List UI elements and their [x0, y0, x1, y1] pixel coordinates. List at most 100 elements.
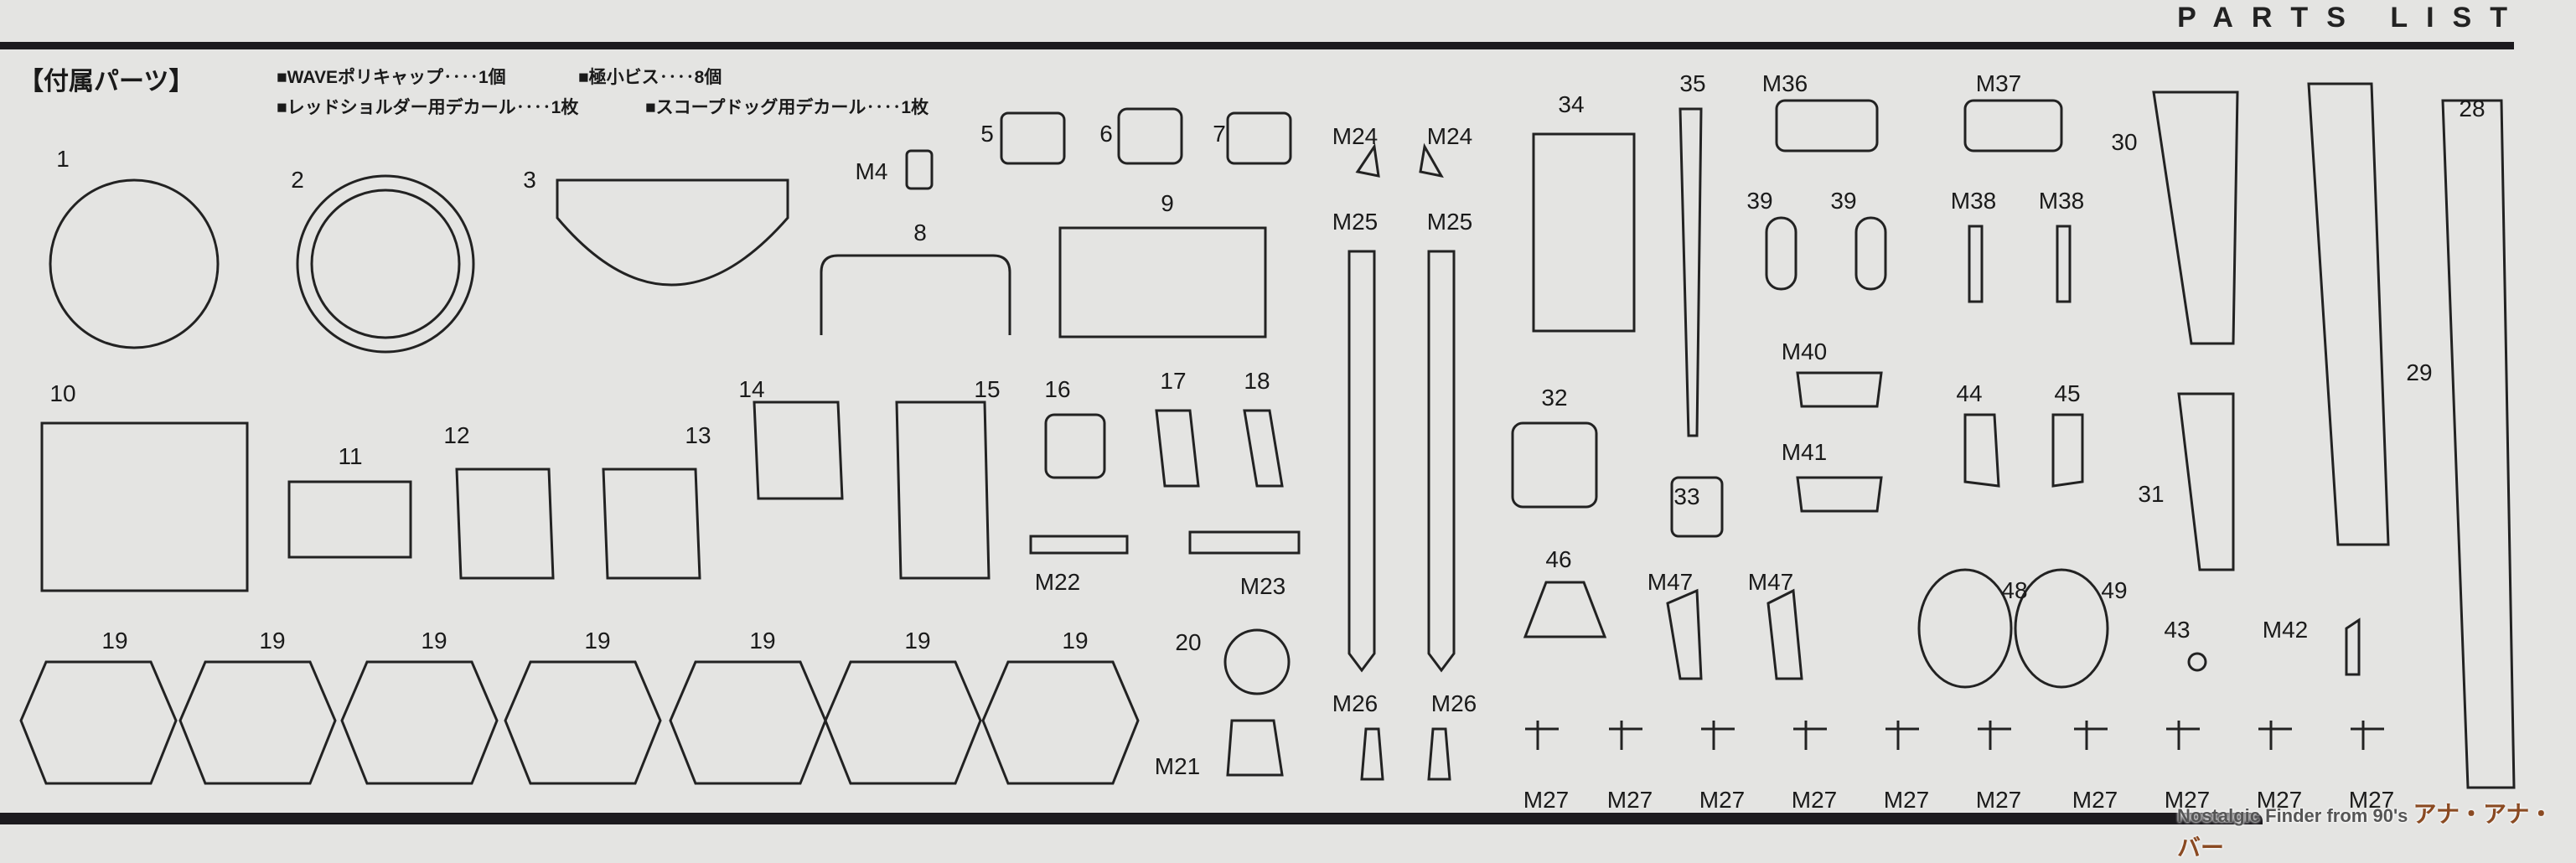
part-label: M47	[1647, 569, 1694, 595]
part-m36	[1775, 99, 1879, 152]
part-label: 12	[443, 422, 470, 448]
part-16	[1044, 413, 1106, 479]
part-label: 18	[1244, 368, 1270, 394]
part-label: M38	[2038, 188, 2085, 214]
part-label: 30	[2111, 129, 2138, 155]
accessory-item: ■WAVEポリキャップ‥‥1個	[277, 68, 506, 87]
part-6	[1117, 107, 1183, 165]
part-label: 28	[2459, 96, 2485, 121]
part-label: 19	[1062, 628, 1089, 654]
part-44	[1963, 413, 2000, 488]
part-19	[981, 660, 1140, 785]
part-label: M41	[1781, 439, 1828, 465]
part-11	[287, 480, 412, 559]
part-m26-a	[1360, 727, 1384, 781]
part-5	[1000, 111, 1066, 165]
part-29	[2307, 82, 2390, 546]
part-label: M27	[2256, 787, 2303, 813]
part-label: M23	[1239, 573, 1286, 599]
part-label: 49	[2101, 577, 2128, 603]
part-39-b	[1854, 216, 1887, 291]
part-label: M38	[1950, 188, 1997, 214]
part-1-helmet	[49, 178, 220, 349]
part-label: 45	[2054, 380, 2081, 406]
part-m41	[1796, 476, 1883, 513]
part-m25-b	[1427, 250, 1456, 673]
part-label: 16	[1044, 376, 1071, 402]
part-m27	[2074, 721, 2108, 750]
part-label: 17	[1160, 368, 1187, 394]
part-15-hand	[895, 400, 991, 580]
part-m25-a	[1347, 250, 1376, 673]
part-label: 19	[749, 628, 776, 654]
part-m27	[2258, 721, 2292, 750]
part-label: M25	[1426, 209, 1473, 235]
part-label: M27	[1523, 787, 1570, 813]
part-label: M27	[2348, 787, 2395, 813]
part-m42	[2345, 618, 2361, 676]
part-label: M36	[1761, 70, 1808, 96]
part-32	[1511, 421, 1598, 509]
part-43	[2187, 652, 2207, 672]
watermark: Nostalgic Finder from 90's アナ・アナ・バー	[2177, 796, 2576, 863]
part-30	[2152, 90, 2239, 345]
accessories-title: 【付属パーツ】	[18, 68, 194, 96]
part-19	[824, 660, 982, 785]
part-label: 39	[1830, 188, 1857, 214]
part-label: 13	[685, 422, 711, 448]
part-m27	[2351, 721, 2384, 750]
part-19	[504, 660, 662, 785]
part-m40	[1796, 371, 1883, 408]
part-label: 5	[980, 121, 994, 147]
part-label: 11	[338, 443, 363, 469]
part-label: 29	[2406, 359, 2433, 385]
part-19	[340, 660, 499, 785]
part-2-ring-inner	[310, 189, 461, 339]
part-label: 9	[1161, 190, 1174, 216]
part-label: 20	[1175, 629, 1202, 655]
part-label: M21	[1154, 753, 1201, 779]
part-label: 3	[523, 167, 536, 193]
part-label: 32	[1541, 385, 1568, 411]
part-label: 6	[1099, 121, 1113, 147]
part-label: M27	[1699, 787, 1746, 813]
part-13-hand	[602, 468, 701, 580]
part-m47-a	[1666, 588, 1703, 680]
part-12-hand	[455, 468, 555, 580]
part-17	[1155, 409, 1200, 488]
part-label: 34	[1558, 91, 1585, 117]
part-2-ring	[296, 174, 475, 354]
part-m38-b	[2056, 225, 2072, 303]
part-19	[178, 660, 337, 785]
part-label: M42	[2262, 617, 2309, 643]
part-label: 19	[421, 628, 447, 654]
part-label: 35	[1679, 70, 1706, 96]
part-m27	[1793, 721, 1827, 750]
part-label: M24	[1332, 123, 1379, 149]
part-label: 19	[584, 628, 611, 654]
part-49	[2014, 568, 2109, 689]
part-18	[1243, 409, 1284, 488]
part-20	[1223, 628, 1291, 695]
part-m27	[1701, 721, 1735, 750]
part-m37	[1963, 99, 2063, 152]
part-label: M25	[1332, 209, 1379, 235]
part-45	[2051, 413, 2084, 488]
part-label: M27	[2072, 787, 2118, 813]
part-label: M27	[1606, 787, 1653, 813]
part-label: 15	[974, 376, 1001, 402]
part-label: 2	[291, 167, 304, 193]
part-label: 14	[738, 376, 765, 402]
part-m38-a	[1968, 225, 1984, 303]
part-34	[1532, 132, 1636, 333]
part-19	[19, 660, 178, 785]
header-rule	[0, 42, 2514, 49]
part-label: 39	[1746, 188, 1773, 214]
part-label: M37	[1975, 70, 2022, 96]
part-label: 8	[913, 220, 927, 245]
part-m24-b	[1419, 142, 1444, 178]
part-label: 1	[56, 146, 70, 172]
part-label: M22	[1034, 569, 1081, 595]
part-28	[2441, 99, 2516, 789]
part-19-group	[19, 660, 1140, 785]
